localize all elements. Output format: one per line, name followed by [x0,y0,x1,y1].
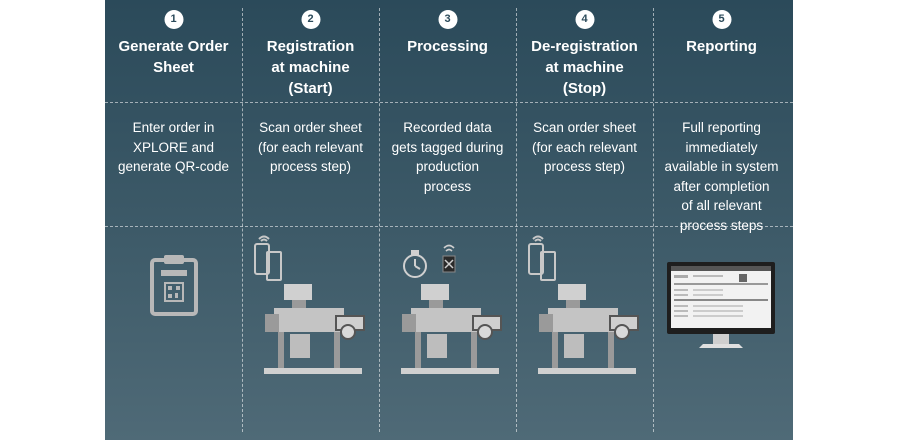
step-2: 2 Registration at machine (Start) Scan o… [242,0,379,440]
column-divider [379,8,380,432]
machine-icon [538,284,639,374]
step-number-badge: 4 [575,10,594,29]
machine-icon [401,284,502,374]
phone-scan-icon [254,235,282,281]
step-description: Scan order sheet (for each relevant proc… [257,120,364,174]
monitor-report-icon [667,262,775,348]
step-title: De-registration at machine (Stop) [531,38,638,97]
step-number-badge: 1 [164,10,183,29]
step-description: Recorded data gets tagged during product… [391,120,504,194]
tag-icon [442,244,456,273]
step-1: 1 Generate Order Sheet Enter order in XP… [105,0,242,440]
step-4: 4 De-registration at machine (Stop) Scan… [516,0,653,440]
step-description: Enter order in XPLORE and generate QR-co… [117,120,230,174]
machine-station-illustration [401,244,502,374]
stopwatch-icon [403,250,427,278]
row-divider [105,102,793,103]
machine-station-illustration [528,235,639,374]
phone-scan-icon [528,235,556,281]
machine-station-illustration [254,235,365,374]
step-number-badge: 5 [712,10,731,29]
step-title: Reporting [686,38,757,55]
step-title: Processing [407,38,488,55]
step-number-badge: 2 [301,10,320,29]
step-5: 5 Reporting Full reporting immediately a… [653,0,790,440]
step-3: 3 Processing Recorded data gets tagged d… [379,0,516,440]
column-divider [653,8,654,432]
step-number-badge: 3 [438,10,457,29]
step-title: Registration at machine (Start) [266,38,355,97]
process-diagram: 1 Generate Order Sheet Enter order in XP… [105,0,793,440]
step-title: Generate Order Sheet [118,38,229,76]
step-description: Full reporting immediately available in … [664,120,779,233]
machine-icon [264,284,365,374]
row-divider [105,226,793,227]
clipboard-qr-icon [150,255,198,316]
column-divider [516,8,517,432]
column-divider [242,8,243,432]
step-description: Scan order sheet (for each relevant proc… [531,120,638,174]
